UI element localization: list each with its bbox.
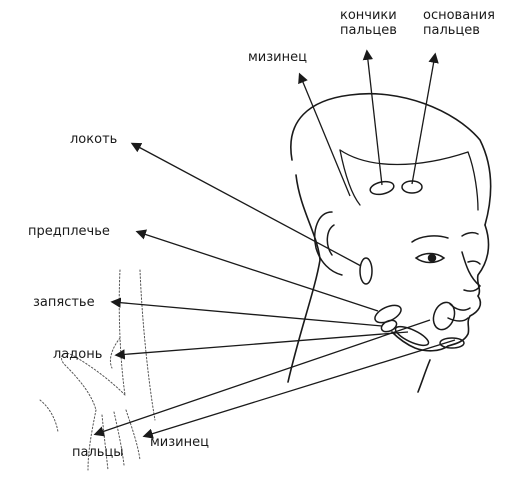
arrow-fingertips — [367, 52, 382, 185]
zone-palm — [393, 323, 431, 349]
label-little-finger-top: мизинец — [248, 50, 307, 65]
hair-line — [340, 150, 478, 210]
face-features — [412, 233, 480, 321]
arrow-little-finger-top — [300, 75, 350, 196]
label-fingertips: кончики пальцев — [340, 8, 397, 38]
label-fingers: пальцы — [72, 445, 124, 460]
arrow-little-finger-bottom — [145, 340, 455, 436]
label-palm: ладонь — [53, 347, 102, 362]
zone-elbow — [360, 258, 372, 284]
zone-forearm — [372, 302, 403, 327]
label-wrist: запястье — [33, 295, 95, 310]
label-forearm: предплечье — [28, 224, 110, 239]
arrow-wrist — [113, 302, 382, 326]
zone-mouth — [430, 299, 458, 332]
arrow-fingers — [96, 320, 430, 434]
label-finger-bases: основания пальцев — [423, 8, 495, 38]
arrows — [96, 52, 455, 436]
arrow-forearm — [138, 232, 378, 311]
label-little-finger-bottom: мизинец — [150, 435, 209, 450]
reflex-zones — [360, 180, 464, 349]
label-elbow: локоть — [70, 132, 117, 147]
arrow-elbow — [133, 144, 361, 266]
arrow-finger-bases — [412, 55, 435, 184]
arrow-palm — [117, 332, 408, 355]
